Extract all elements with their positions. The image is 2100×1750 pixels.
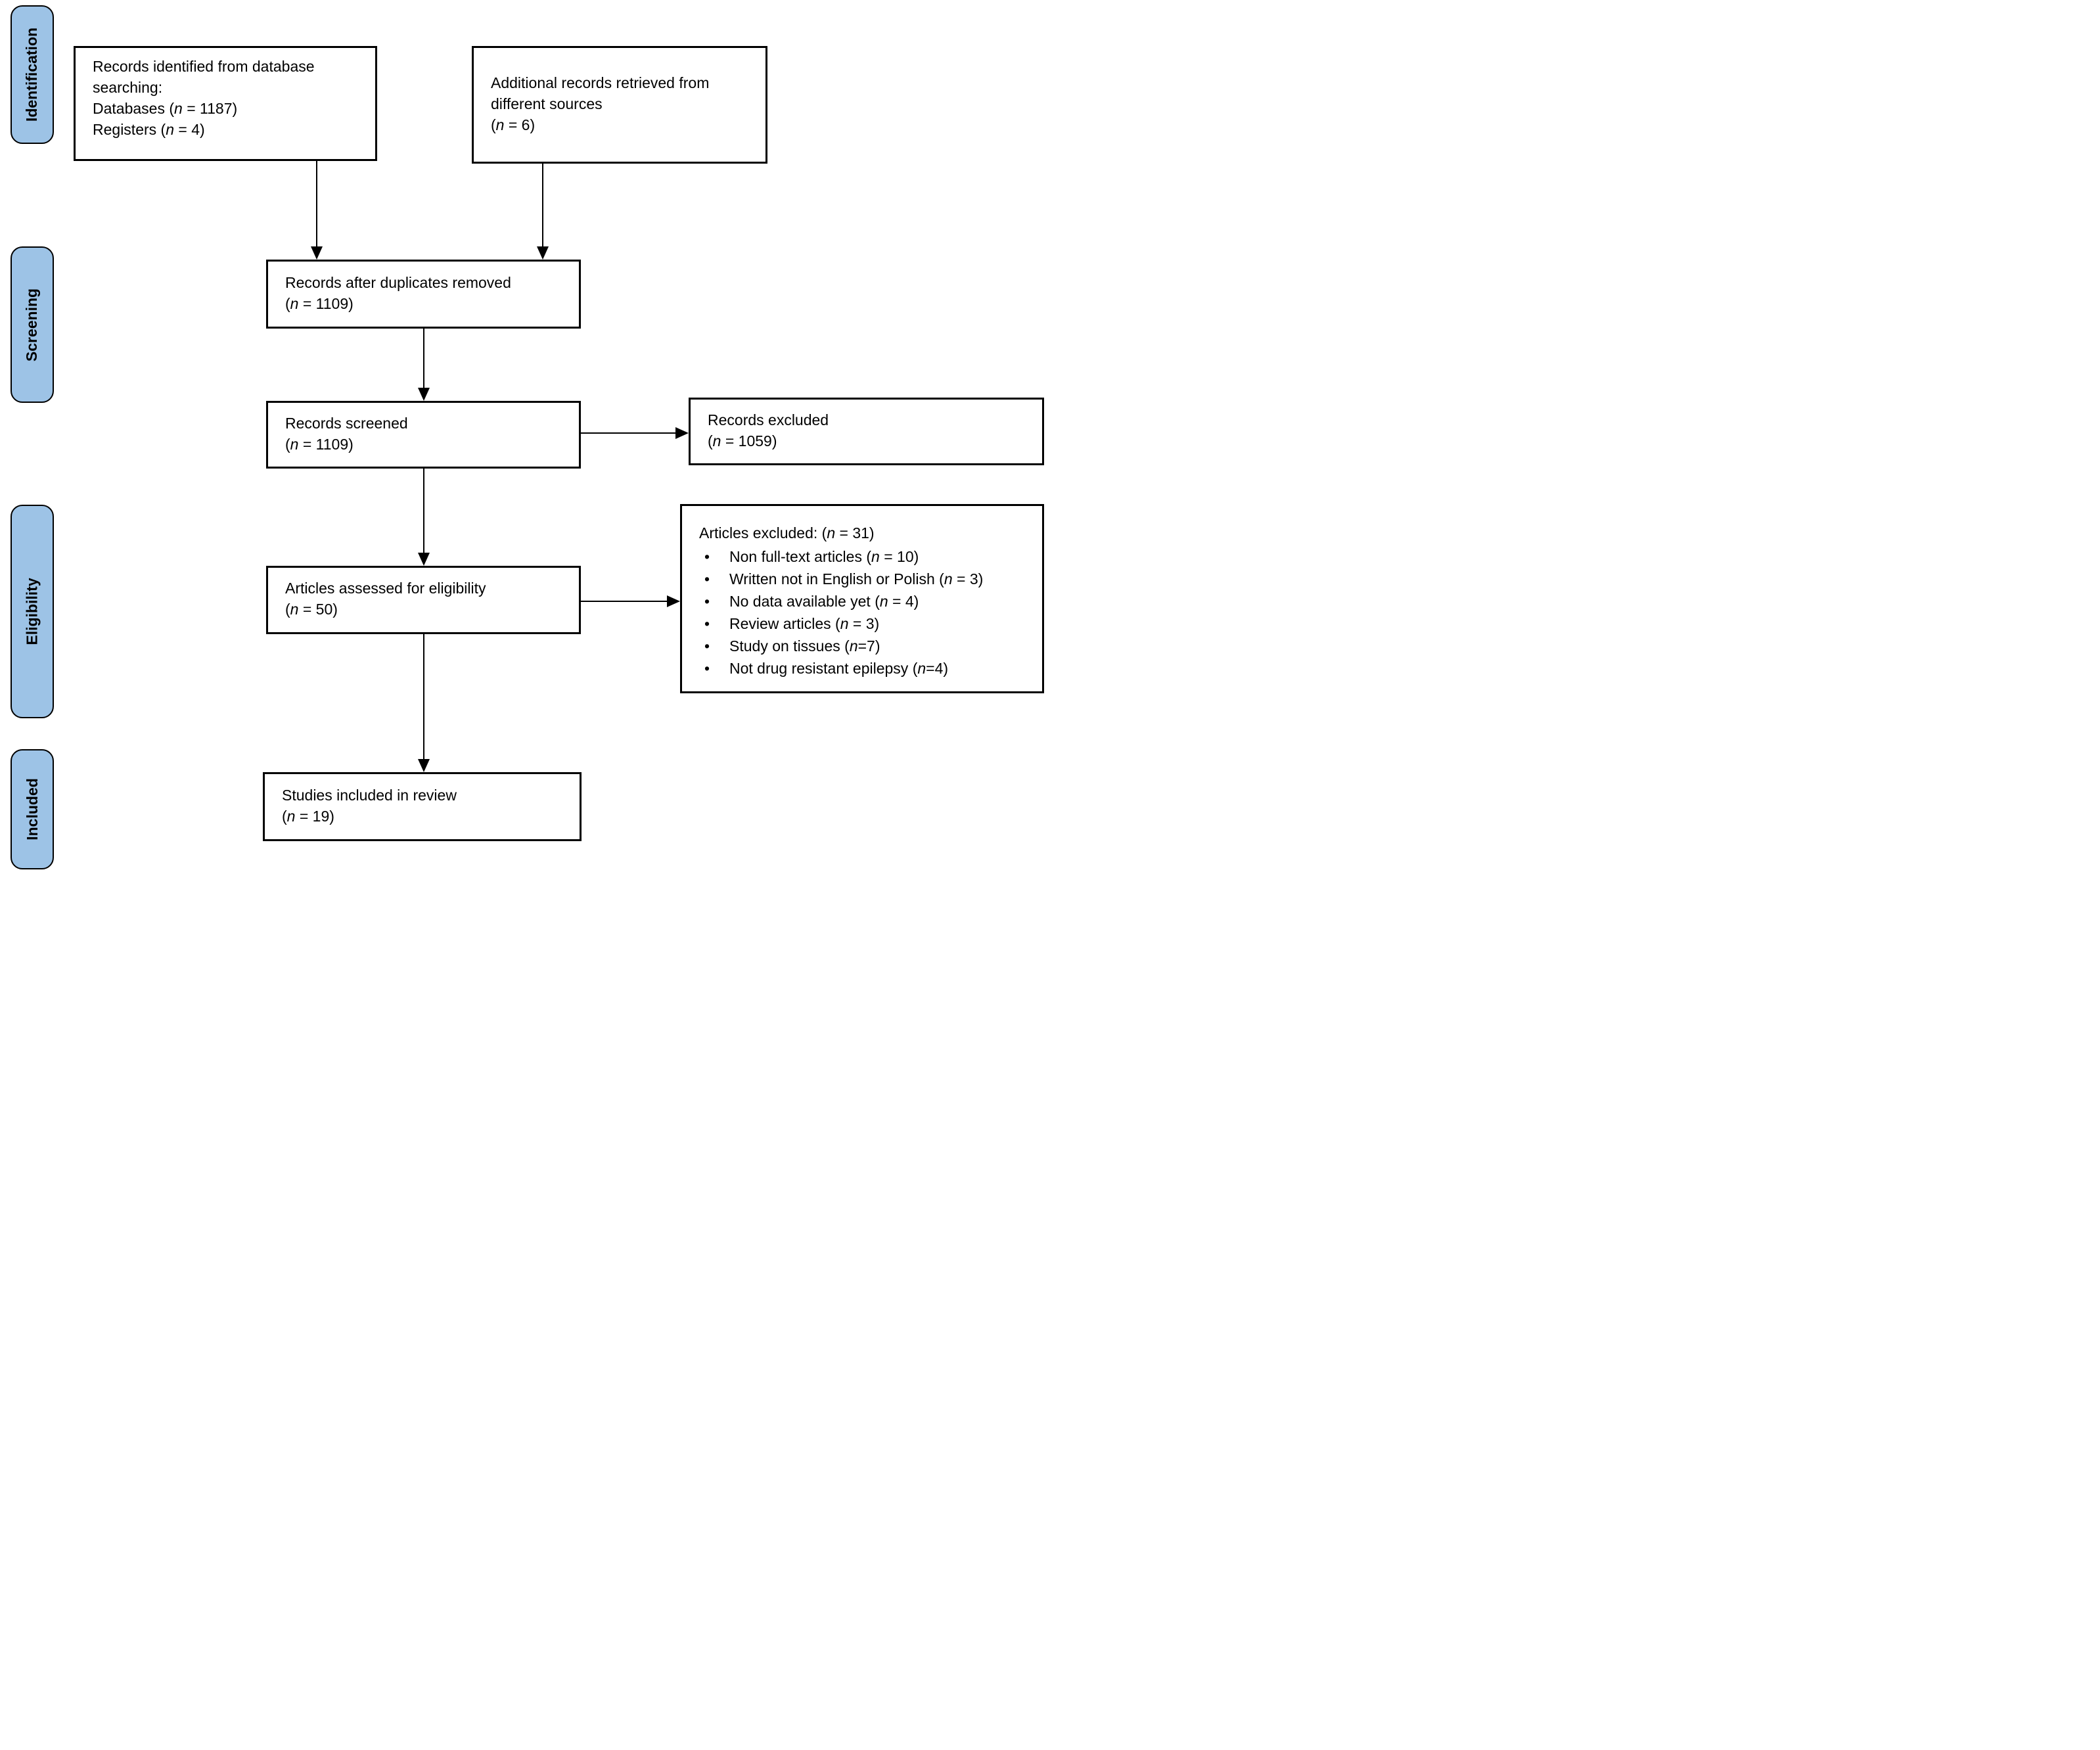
arrowhead-screened-to-assessed — [418, 553, 430, 566]
bullet-icon: • — [704, 615, 710, 632]
articles-excluded-bullet-4: • Review articles (n = 3) — [699, 612, 1032, 635]
articles-assessed-line1: Articles assessed for eligibility — [285, 580, 486, 597]
stage-label-included: Included — [23, 778, 41, 840]
arrowhead-additional-to-dedup — [537, 246, 549, 260]
stage-label-screening: Screening — [23, 288, 41, 361]
box-duplicates-removed: Records after duplicates removed (n = 11… — [266, 260, 581, 329]
arrowhead-assessed-to-included — [418, 759, 430, 772]
duplicates-removed-line2: (n = 1109) — [285, 294, 354, 312]
connector-identified-to-dedup — [316, 161, 317, 247]
box-records-identified: Records identified from database searchi… — [74, 46, 377, 161]
arrowhead-assessed-to-articles-excluded — [667, 595, 680, 607]
stage-band-screening: Screening — [11, 246, 54, 403]
articles-excluded-bullet-3: • No data available yet (n = 4) — [699, 590, 1032, 612]
additional-records-line1: Additional records retrieved from — [491, 74, 710, 91]
box-additional-records: Additional records retrieved from differ… — [472, 46, 767, 164]
arrowhead-identified-to-dedup — [311, 246, 323, 260]
articles-assessed-line2: (n = 50) — [285, 601, 338, 618]
studies-included-line2: (n = 19) — [282, 807, 334, 825]
connector-screened-to-assessed — [423, 469, 424, 553]
records-screened-line2: (n = 1109) — [285, 435, 354, 453]
stage-band-identification: Identification — [11, 5, 54, 144]
connector-screened-to-excluded — [581, 432, 675, 434]
records-identified-line2: searching: — [93, 78, 163, 96]
box-records-screened: Records screened (n = 1109) — [266, 401, 581, 469]
duplicates-removed-line1: Records after duplicates removed — [285, 273, 511, 291]
records-excluded-line1: Records excluded — [708, 411, 829, 428]
box-records-excluded: Records excluded (n = 1059) — [689, 398, 1044, 465]
records-screened-line1: Records screened — [285, 414, 408, 432]
stage-label-eligibility: Eligibility — [23, 578, 41, 645]
box-studies-included: Studies included in review (n = 19) — [263, 772, 582, 841]
connector-assessed-to-included — [423, 634, 424, 759]
bullet-icon: • — [704, 593, 710, 610]
studies-included-line1: Studies included in review — [282, 786, 457, 804]
box-articles-excluded: Articles excluded: (n = 31) • Non full-t… — [680, 504, 1044, 693]
connector-dedup-to-screened — [423, 329, 424, 388]
additional-records-line3: (n = 6) — [491, 116, 536, 133]
articles-excluded-bullet-6: • Not drug resistant epilepsy (n=4) — [699, 657, 1032, 679]
arrowhead-screened-to-excluded — [675, 427, 689, 439]
bullet-icon: • — [704, 637, 710, 655]
records-excluded-line2: (n = 1059) — [708, 432, 777, 449]
records-identified-line1: Records identified from database — [93, 57, 315, 75]
bullet-icon: • — [704, 570, 710, 587]
connector-assessed-to-articles-excluded — [581, 601, 667, 602]
articles-excluded-bullet-1: • Non full-text articles (n = 10) — [699, 545, 1032, 568]
articles-excluded-bullet-2: • Written not in English or Polish (n = … — [699, 568, 1032, 590]
stage-band-eligibility: Eligibility — [11, 505, 54, 718]
stage-band-included: Included — [11, 749, 54, 869]
stage-label-identification: Identification — [23, 27, 41, 122]
additional-records-line2: different sources — [491, 95, 603, 112]
bullet-icon: • — [704, 660, 710, 677]
bullet-icon: • — [704, 548, 710, 565]
connector-additional-to-dedup — [542, 164, 543, 247]
arrowhead-dedup-to-screened — [418, 388, 430, 401]
records-identified-line4: Registers (n = 4) — [93, 120, 205, 138]
records-identified-line3: Databases (n = 1187) — [93, 99, 238, 117]
box-articles-assessed: Articles assessed for eligibility (n = 5… — [266, 566, 581, 634]
articles-excluded-bullet-5: • Study on tissues (n=7) — [699, 635, 1032, 657]
articles-excluded-header: Articles excluded: (n = 31) — [699, 524, 875, 541]
prisma-flow-diagram: Identification Screening Eligibility Inc… — [0, 0, 1050, 875]
